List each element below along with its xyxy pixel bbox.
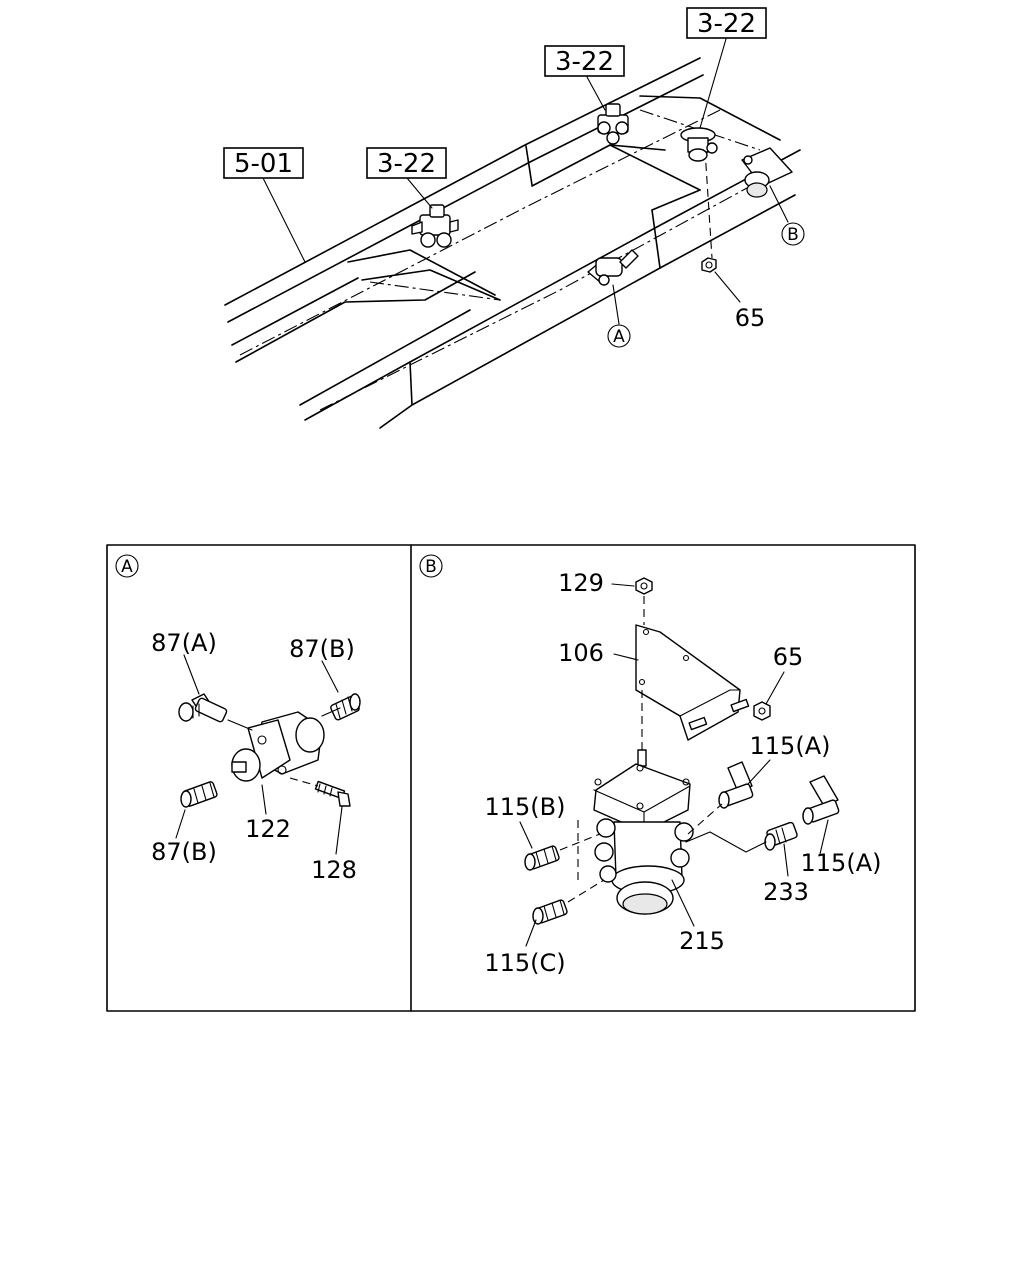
nut-129 (635, 577, 653, 625)
part-callout-87b: 87(B) (289, 635, 355, 663)
part-callout-233: 233 (763, 878, 809, 906)
chassis-frame-overview (224, 57, 801, 429)
overview-load-sensing-valve (587, 249, 639, 286)
part-callout-128: 128 (311, 856, 357, 884)
bracket-106 (635, 624, 750, 750)
nut-65 (753, 701, 771, 721)
connector-87b-bottom (180, 781, 218, 808)
connector-115b (524, 833, 601, 871)
detail-b-panel: B (419, 554, 882, 977)
part-callout-87a: 87(A) (151, 629, 217, 657)
connector-115c (532, 820, 605, 925)
detail-a-marker: A (115, 554, 139, 578)
part-callout-215: 215 (679, 927, 725, 955)
part-callout-115c: 115(C) (484, 949, 565, 977)
reference-label-3-22: 3-22 (697, 9, 756, 39)
elbow-fitting-115a-right (802, 775, 840, 825)
relay-valve-215 (593, 749, 694, 915)
overview-bracket-b (741, 147, 793, 198)
elbow-fitting-87a (178, 693, 228, 723)
connector-233 (685, 821, 798, 853)
part-callout-87b: 87(B) (151, 838, 217, 866)
detail-panels-frame (106, 544, 916, 1012)
part-callout-129: 129 (558, 569, 604, 597)
reference-box-3-22-right[interactable]: 3-22 (686, 7, 767, 39)
reference-label-3-22: 3-22 (555, 47, 614, 77)
connector-87b-top (330, 693, 361, 721)
svg-text:B: B (425, 557, 437, 577)
overview-valve-middle (597, 103, 629, 145)
elbow-fitting-115a-top (687, 761, 754, 835)
reference-box-5-01[interactable]: 5-01 (223, 147, 304, 179)
overview-valve-right (680, 127, 718, 162)
part-callout-65: 65 (735, 304, 766, 332)
detail-b-marker: B (419, 554, 443, 578)
part-callout-106: 106 (558, 639, 604, 667)
part-callout-115a: 115(A) (750, 732, 831, 760)
part-callout-122: 122 (245, 815, 291, 843)
svg-text:A: A (613, 327, 625, 347)
part-callout-115a: 115(A) (801, 849, 882, 877)
reference-box-3-22-left[interactable]: 3-22 (366, 147, 447, 179)
bolt-128 (289, 777, 351, 807)
detail-b-callout[interactable]: B (781, 222, 805, 246)
part-callout-115b: 115(B) (485, 793, 566, 821)
overview-valve-left (411, 204, 459, 248)
valve-body-122 (227, 707, 341, 782)
reference-box-3-22-middle[interactable]: 3-22 (544, 45, 625, 77)
svg-text:B: B (787, 225, 799, 245)
svg-text:A: A (121, 557, 133, 577)
overview-nut-65 (701, 257, 717, 273)
reference-label-5-01: 5-01 (234, 149, 293, 179)
reference-label-3-22: 3-22 (377, 149, 436, 179)
detail-a-callout[interactable]: A (607, 324, 631, 348)
detail-a-panel: A (115, 554, 361, 884)
part-callout-65: 65 (773, 643, 804, 671)
